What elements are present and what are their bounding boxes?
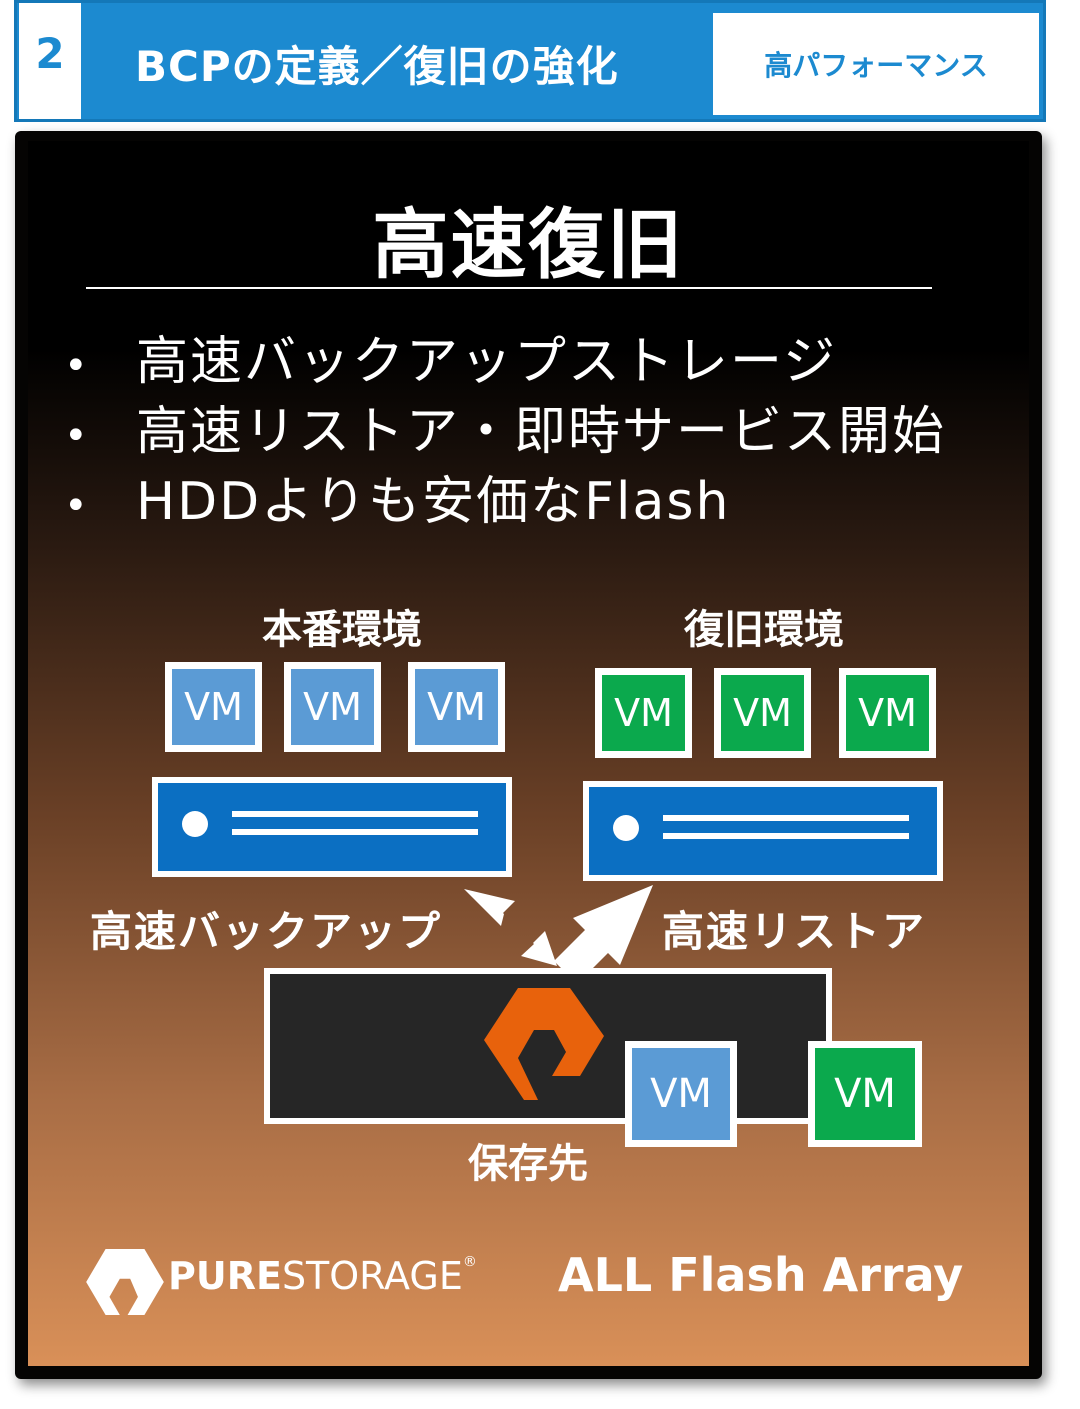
bullet-icon: • [64, 413, 90, 459]
section-header: 2 BCPの定義／復旧の強化 高パフォーマンス [14, 0, 1046, 122]
production-vm-3: VM [408, 662, 505, 752]
category-tag: 高パフォーマンス [713, 13, 1039, 115]
recovery-vm-2: VM [714, 668, 811, 758]
brand-logo-icon [86, 1249, 164, 1315]
restore-label: 高速リストア [662, 907, 927, 956]
stored-vm-snapshot: VM [625, 1041, 737, 1147]
bullet-icon: • [64, 483, 90, 529]
recovery-server [583, 781, 943, 881]
production-env-label: 本番環境 [262, 607, 422, 653]
recovery-vm-1: VM [595, 668, 692, 758]
bullet-icon: • [64, 343, 90, 389]
storage-label: 保存先 [468, 1141, 588, 1187]
recovery-env-label: 復旧環境 [684, 607, 844, 653]
content-panel-inner: 高速復旧 •高速バックアップストレージ •高速リストア・即時サービス開始 •HD… [28, 141, 1029, 1366]
feature-item: •高速バックアップストレージ [56, 327, 946, 397]
storage-array [264, 968, 832, 1124]
restore-arrow-icon [554, 885, 653, 984]
backup-label: 高速バックアップ [90, 907, 443, 956]
feature-item: •高速リストア・即時サービス開始 [56, 397, 946, 467]
server-led-icon [613, 815, 639, 841]
panel-title: 高速復旧 [372, 200, 685, 289]
server-led-icon [182, 811, 208, 837]
content-panel: 高速復旧 •高速バックアップストレージ •高速リストア・即時サービス開始 •HD… [15, 131, 1042, 1379]
section-title: BCPの定義／復旧の強化 [135, 42, 619, 91]
production-vm-1: VM [165, 662, 262, 752]
title-divider [86, 287, 932, 289]
recovery-vm-3: VM [839, 668, 936, 758]
product-name: ALL Flash Array [558, 1248, 964, 1302]
production-server [152, 777, 512, 877]
cloned-vm: VM [808, 1041, 922, 1147]
backup-arrow-icon [464, 889, 557, 966]
feature-item: •HDDよりも安価なFlash [56, 467, 946, 537]
section-number: 2 [19, 3, 81, 119]
production-vm-2: VM [284, 662, 381, 752]
feature-list: •高速バックアップストレージ •高速リストア・即時サービス開始 •HDDよりも安… [56, 327, 946, 537]
brand-name: PURESTORAGE® [168, 1254, 477, 1298]
pure-storage-logo-icon [484, 988, 604, 1100]
